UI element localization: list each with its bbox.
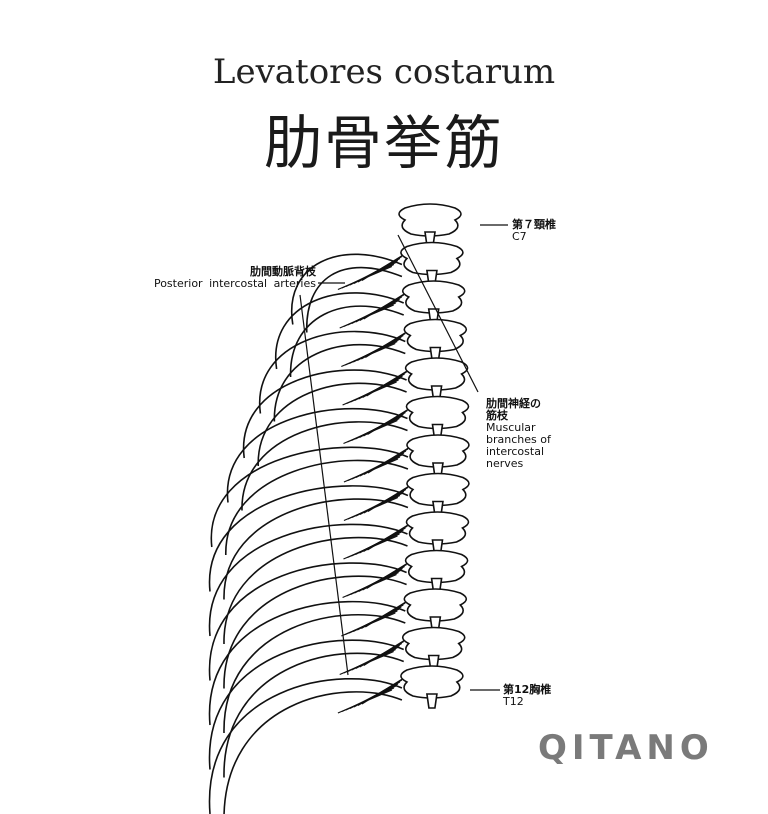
title-english: Levatores costarum (212, 52, 556, 92)
levator-muscle-fiber (337, 265, 393, 291)
label-c7-ja: 第７頸椎 (512, 218, 556, 231)
label-nerves-ja1: 肋間神経の (486, 397, 541, 410)
rib (208, 523, 408, 637)
vertebra (405, 511, 470, 545)
vertebra (400, 665, 464, 699)
rib (208, 485, 409, 592)
label-t12-en: T12 (503, 695, 524, 708)
rib (208, 562, 407, 681)
label-arteries-ja: 肋間動脈背枝 (250, 265, 316, 278)
label-nerves-en2: branches of (486, 433, 551, 446)
rib (208, 639, 405, 770)
label-nerves-ja2: 筋枝 (486, 409, 508, 422)
levator-muscle-fiber (343, 458, 399, 483)
rib (241, 421, 408, 511)
label-nerves-en4: nerves (486, 457, 524, 470)
rib (208, 600, 406, 726)
label-nerves: 肋間神経の 筋枝 Muscular branches of intercosta… (486, 398, 551, 470)
rib (223, 652, 405, 778)
vertebra (403, 318, 468, 353)
vertebra (403, 588, 468, 622)
levator-muscle-fiber (339, 650, 394, 676)
label-nerves-en1: Muscular (486, 421, 536, 434)
rib (226, 407, 408, 503)
vertebra (404, 357, 469, 391)
label-nerves-en3: intercostal (486, 445, 545, 458)
vertebra (406, 434, 470, 468)
levator-muscle-fiber (343, 535, 398, 560)
rib (273, 343, 406, 422)
rib (208, 678, 403, 814)
rib (223, 613, 406, 734)
rib (290, 253, 403, 325)
levator-muscle-fiber (343, 419, 398, 445)
rib (258, 330, 406, 414)
vertebra (400, 241, 464, 276)
vertebra (398, 203, 462, 237)
levator-muscle-fiber (341, 342, 396, 368)
rib (224, 459, 409, 556)
rib (274, 292, 405, 370)
rib (210, 446, 409, 548)
label-arteries-en: Posterior intercostal arteries (153, 277, 316, 290)
vertebra (406, 472, 470, 507)
levator-muscle-fiber (337, 689, 393, 714)
vertebra (401, 626, 466, 661)
label-c7: 第７頸椎 C7 (512, 219, 556, 243)
label-t12-ja: 第12胸椎 (503, 683, 552, 696)
levator-muscle-fiber (343, 496, 399, 522)
vertebra (401, 280, 466, 314)
rib (223, 691, 403, 814)
label-arteries: 肋間動脈背枝 Posterior intercostal arteries (124, 266, 316, 290)
levator-muscle-fiber (342, 573, 397, 599)
qitano-logo: QITANO (538, 728, 714, 768)
vertebra (404, 549, 469, 584)
levator-muscle-fiber (339, 304, 394, 329)
label-c7-en: C7 (512, 230, 527, 243)
title-japanese: 肋骨挙筋 (263, 109, 504, 177)
vertebra (405, 395, 470, 430)
label-t12: 第12胸椎 T12 (503, 684, 551, 708)
rib (242, 369, 407, 459)
spinous-process (425, 693, 438, 709)
rib (223, 536, 408, 645)
rib (223, 498, 409, 600)
levator-muscle-fiber (341, 612, 396, 637)
levator-muscle-fiber (342, 381, 397, 406)
